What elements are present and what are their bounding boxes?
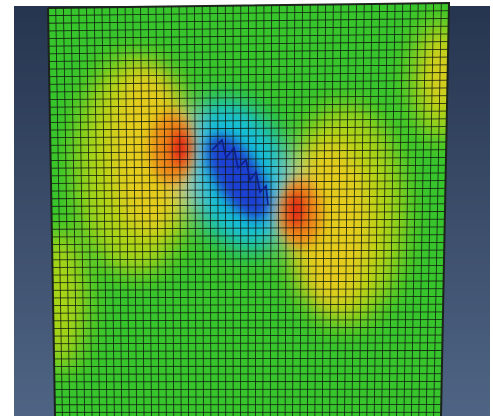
mesh-line-horizontal — [51, 234, 445, 238]
mesh-line-horizontal — [49, 72, 448, 78]
mesh-line-horizontal — [53, 319, 443, 322]
mesh-line-horizontal — [50, 141, 447, 146]
mesh-line-horizontal — [52, 280, 444, 284]
plate-outline-left — [47, 7, 56, 416]
deformed-plate-mesh — [48, 3, 449, 416]
contour-trough-blue — [206, 134, 270, 220]
mesh-line-horizontal — [53, 311, 444, 314]
mesh-line-horizontal — [52, 288, 444, 291]
mesh-line-horizontal — [52, 295, 444, 299]
mesh-line-horizontal — [51, 203, 446, 207]
plate-outline — [47, 1, 451, 416]
mesh-line-horizontal — [49, 64, 448, 70]
mesh-line-horizontal — [48, 48, 449, 55]
mesh-line-horizontal — [51, 211, 446, 215]
mesh-line-horizontal — [49, 79, 448, 85]
mesh-line-horizontal — [53, 303, 444, 307]
mesh-line-horizontal — [49, 95, 448, 101]
buckle-seam — [211, 138, 269, 206]
contour-peak-right-red — [285, 190, 307, 230]
mesh-line-horizontal — [50, 180, 446, 184]
mesh-line-horizontal — [48, 33, 449, 39]
mesh-line-horizontal — [52, 265, 444, 268]
mesh-line-horizontal — [49, 110, 447, 116]
mesh-line-horizontal — [52, 272, 444, 276]
contour-lobe-left-yellow — [110, 65, 190, 235]
mesh-line-horizontal — [53, 357, 443, 360]
contour-lobe-bottomleft-yellowgreen — [48, 230, 86, 370]
mesh-line-horizontal — [53, 326, 443, 329]
mesh-line-horizontal — [53, 342, 443, 345]
mesh-line-horizontal — [48, 17, 449, 24]
mesh-grid — [48, 3, 449, 416]
mesh-line-horizontal — [48, 56, 448, 62]
mesh-line-horizontal — [51, 226, 445, 230]
mesh-line-horizontal — [52, 241, 445, 245]
mesh-line-horizontal — [48, 41, 449, 47]
mesh-line-horizontal — [51, 218, 445, 223]
mesh-line-horizontal — [51, 195, 446, 200]
mesh-line-horizontal — [49, 118, 447, 123]
mesh-line-horizontal — [50, 126, 447, 131]
mesh-line-horizontal — [54, 373, 442, 375]
mesh-line-horizontal — [52, 257, 445, 261]
mesh-line-horizontal — [53, 334, 443, 337]
mesh-line-horizontal — [50, 133, 447, 139]
mesh-line-horizontal — [48, 25, 449, 32]
mesh-line-horizontal — [52, 249, 445, 253]
mesh-line-horizontal — [51, 187, 446, 192]
mesh-line-horizontal — [50, 149, 447, 154]
mesh-line-horizontal — [49, 87, 448, 93]
mesh-line-horizontal — [49, 102, 448, 108]
mesh-line-horizontal — [48, 10, 449, 17]
mesh-line-horizontal — [54, 365, 443, 368]
mesh-line-horizontal — [50, 164, 446, 169]
mesh-line-horizontal — [53, 350, 443, 352]
mesh-line-horizontal — [50, 156, 447, 162]
